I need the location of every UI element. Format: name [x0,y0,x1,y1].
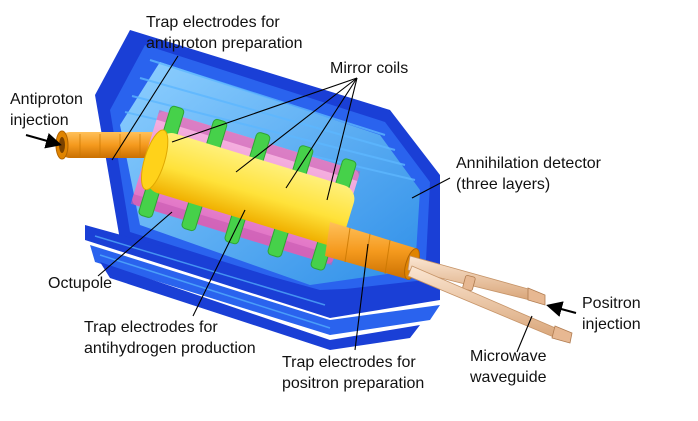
antihydrogen-trap-electrodes [140,129,355,246]
leader-lines [97,55,533,353]
detector-lower-layer-3 [100,262,420,350]
label-antiproton-preparation: Trap electrodes for antiproton preparati… [146,14,303,52]
label-antiproton-injection: Antiproton injection [10,91,87,129]
label-antihydrogen-production: Trap electrodes for antihydrogen product… [84,319,256,357]
label-microwave-waveguide: Microwave waveguide [469,348,551,386]
positron-injection-arrow [546,301,577,317]
label-positron-injection: Positron injection [582,295,645,333]
label-octupole: Octupole [48,275,112,292]
injection-arrows [25,133,577,317]
label-annihilation-detector: Annihilation detector (three layers) [456,155,605,193]
waveguide-tubes [407,255,573,344]
label-positron-preparation: Trap electrodes for positron preparation [282,354,424,392]
label-mirror-coils: Mirror coils [330,60,408,77]
detector-lower-layer-1 [85,225,440,318]
antiproton-injection-arrow [25,133,62,149]
